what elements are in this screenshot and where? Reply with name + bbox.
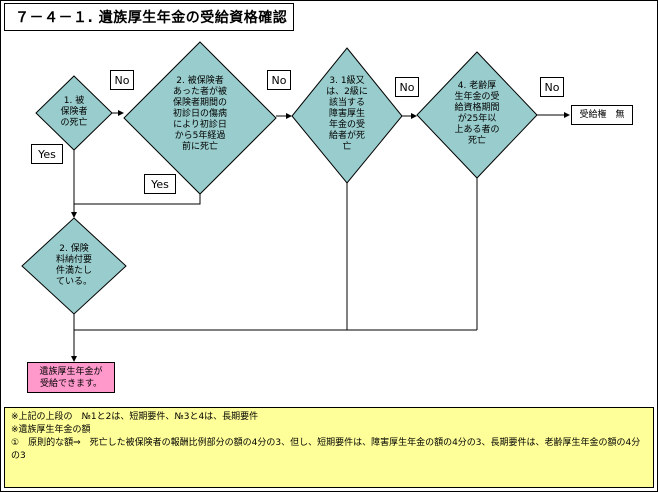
decision-1-text: 1. 被 保険者 の死亡	[60, 96, 88, 128]
no-benefit-result: 受給権 無	[571, 105, 633, 125]
no-label-1: No	[110, 70, 134, 90]
benefit-result: 遺族厚生年金が 受給できます。	[27, 362, 115, 393]
notes-panel: ※上記の上段の №1と2は、短期要件、№3と4は、長期要件 ※遺族厚生年金の額 …	[4, 407, 654, 488]
decision-2-text: 2. 被保険者 あった者が被 保険者期間の 初診日の傷病 により初診日 から5年…	[172, 76, 227, 152]
note-line-1: ※上記の上段の №1と2は、短期要件、№3と4は、長期要件	[11, 412, 259, 422]
page-title: ７－４－１. 遺族厚生年金の受給資格確認	[4, 3, 294, 31]
yes-label-1: Yes	[31, 144, 63, 164]
note-line-2: ※遺族厚生年金の額	[11, 425, 91, 435]
decision-5-text: 2. 保険 料納付要 件満たし ている。	[55, 244, 92, 287]
decision-4-text: 4. 老齢厚 生年金の受 給資格期間 が25年以 上ある者の 死亡	[454, 81, 500, 146]
note-line-3: ① 原則的な額⇒ 死亡した被保険者の報酬比例部分の額の4分の3、但し、短期要件は…	[11, 438, 641, 461]
decision-3-text: 3. 1級又 は、2級に 該当する 障害厚生 年金の受 給者が死 亡	[326, 76, 368, 152]
no-label-2: No	[267, 70, 291, 90]
no-label-4: No	[540, 77, 564, 97]
yes-label-2: Yes	[144, 174, 176, 194]
no-label-3: No	[395, 77, 419, 97]
